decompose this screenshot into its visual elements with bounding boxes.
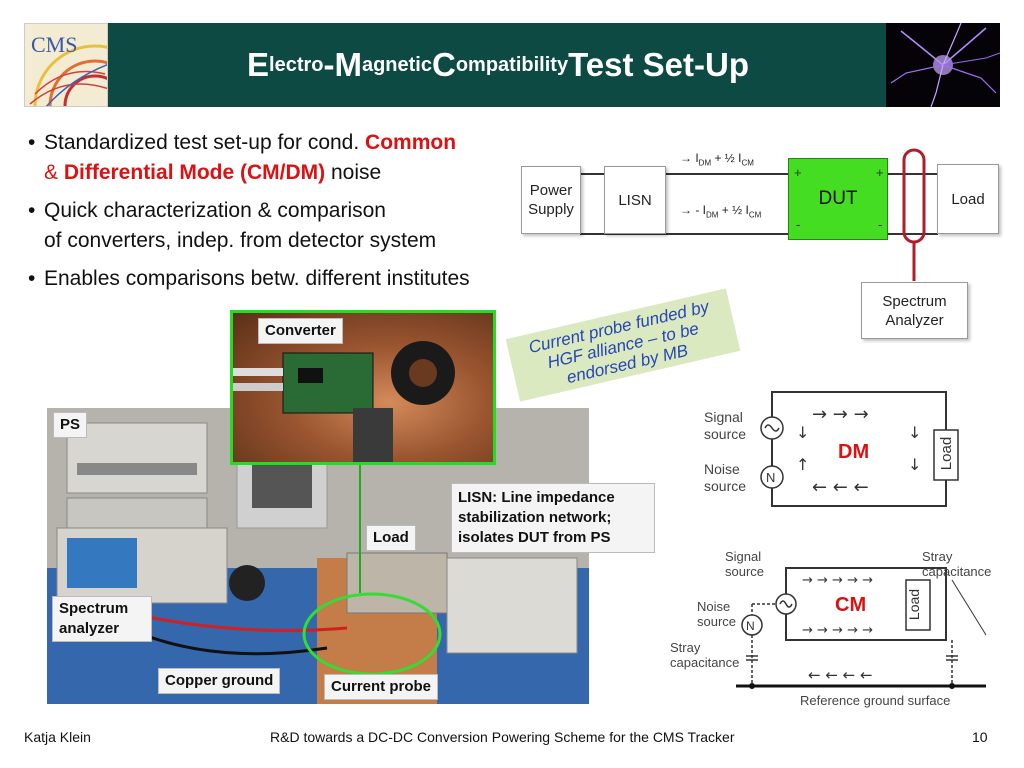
copper-ground-label: Copper ground (158, 668, 281, 694)
bullet-item: • Quick characterization & comparison of… (28, 199, 437, 252)
current-probe-label: Current probe (324, 674, 439, 700)
lab-photo (47, 408, 589, 704)
plasma-lightning-graphic (890, 23, 1000, 107)
cm-schematic: N → → → → → → → → → → ← ← ← ← (736, 567, 987, 689)
svg-text:← ← ←: ← ← ← (812, 477, 869, 498)
funding-note: Current probe funded by HGF alliance – t… (505, 288, 741, 402)
svg-text:→ → → → →: → → → → → (802, 573, 873, 588)
svg-text:↓: ↓ (796, 423, 809, 442)
dm-signal-source: Signal source (704, 409, 747, 442)
lisn-description: LISN: Line impedance stabilization netwo… (451, 483, 655, 553)
title-bar (24, 23, 1000, 107)
cms-logo-graphic (29, 44, 107, 106)
footer-author: Katja Klein (24, 729, 91, 745)
cm-load-label: Load (906, 588, 923, 621)
lower-current-label: → - IDM + ½ ICM (680, 203, 762, 220)
svg-text:↓: ↓ (908, 455, 921, 474)
lower-wire (580, 233, 938, 235)
cm-stray-capacitance-bottom: Stray capacitance (670, 640, 740, 670)
svg-text:→ → →: → → → (812, 404, 869, 425)
svg-text:↓: ↓ (908, 423, 921, 442)
dm-load-label: Load (938, 436, 956, 471)
footer-talk-title: R&D towards a DC-DC Conversion Powering … (270, 729, 735, 745)
dm-label: DM (838, 441, 870, 463)
converter-photo-graphic (233, 341, 455, 462)
dm-noise-source: Noise source (704, 461, 747, 494)
svg-text:N: N (766, 470, 775, 485)
bullet-item: • Enables comparisons betw. different in… (28, 267, 470, 290)
spectrum-analyzer-box: Spectrum Analyzer (861, 282, 968, 339)
lab-photo-graphic (47, 408, 589, 704)
load-label: Load (366, 525, 416, 551)
svg-text:↑: ↑ (796, 455, 809, 474)
bullet-item: • Standardized test set-up for cond. Com… (28, 131, 457, 184)
plus-sign: + (794, 165, 802, 180)
svg-text:← ← ← ←: ← ← ← ← (808, 666, 873, 684)
current-probe-highlight (302, 592, 442, 676)
minus-sign: - (796, 217, 801, 232)
ps-label: PS (53, 412, 88, 438)
connector-line (359, 465, 361, 593)
lisn-box: LISN (604, 166, 666, 234)
svg-text:→ → → → →: → → → → → (802, 623, 873, 638)
plus-sign: + (876, 165, 884, 180)
converter-label: Converter (258, 318, 343, 344)
page-number: 10 (972, 729, 988, 745)
dut-box: DUT (788, 158, 888, 240)
plasma-image (886, 23, 1000, 107)
load-box: Load (937, 164, 999, 234)
cms-logo: CMS (24, 23, 108, 107)
cm-signal-source: Signal source (725, 549, 765, 579)
cm-label: CM (835, 594, 867, 616)
upper-wire (580, 173, 938, 175)
svg-text:N: N (746, 619, 755, 633)
bullet-list: • Standardized test set-up for cond. Com… (28, 128, 568, 302)
cm-stray-capacitance-top: Stray capacitance (922, 549, 992, 579)
cms-logo-text: CMS (31, 32, 78, 57)
upper-current-label: → IDM + ½ ICM (680, 151, 754, 168)
dm-schematic: N → → → ← ← ← ↓ ↑ ↓ ↓ (760, 391, 959, 507)
minus-sign: - (878, 217, 883, 232)
spectrum-analyzer-label: Spectrum analyzer (52, 596, 152, 642)
cm-noise-source: Noise source (697, 599, 737, 629)
power-supply-box: Power Supply (521, 166, 581, 234)
current-probe-symbol (902, 148, 926, 281)
reference-ground-label: Reference ground surface (800, 693, 951, 708)
